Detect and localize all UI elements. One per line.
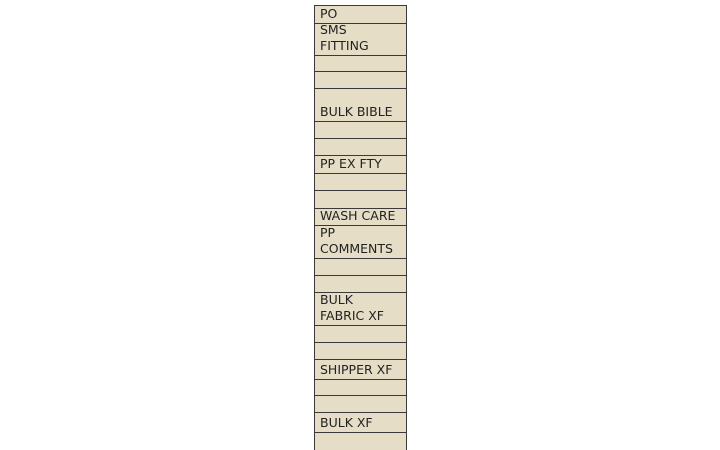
- cell-label: BULK BIBLE: [320, 104, 393, 119]
- cell-empty[interactable]: [315, 325, 406, 342]
- cell-bulk-xf[interactable]: BULK XF: [315, 412, 406, 432]
- milestone-column: PO SMS FITTING BULK BIBLE PP EX FTY WASH…: [314, 5, 407, 450]
- cell-label: SMS FITTING: [320, 23, 369, 53]
- cell-empty[interactable]: [315, 190, 406, 208]
- cell-wash-care[interactable]: WASH CARE: [315, 208, 406, 225]
- cell-empty[interactable]: [315, 342, 406, 359]
- cell-pp-comments[interactable]: PP COMMENTS: [315, 225, 406, 258]
- cell-shipper-xf[interactable]: SHIPPER XF: [315, 359, 406, 379]
- cell-empty[interactable]: [315, 71, 406, 88]
- cell-po[interactable]: PO: [315, 5, 406, 23]
- cell-empty[interactable]: [315, 275, 406, 292]
- cell-sms-fitting[interactable]: SMS FITTING: [315, 23, 406, 55]
- cell-bulk-fabric-xf[interactable]: BULK FABRIC XF: [315, 292, 406, 325]
- cell-empty[interactable]: [315, 138, 406, 155]
- cell-empty[interactable]: [315, 395, 406, 412]
- cell-bulk-bible[interactable]: BULK BIBLE: [315, 88, 406, 121]
- cell-empty[interactable]: [315, 432, 406, 450]
- cell-label: BULK FABRIC XF: [320, 292, 384, 323]
- cell-empty[interactable]: [315, 55, 406, 71]
- cell-label: BULK XF: [320, 415, 373, 430]
- cell-empty[interactable]: [315, 173, 406, 190]
- cell-label: WASH CARE: [320, 208, 396, 223]
- cell-label: PO: [320, 6, 338, 21]
- cell-label: PP EX FTY: [320, 156, 382, 171]
- cell-pp-ex-fty[interactable]: PP EX FTY: [315, 155, 406, 173]
- cell-label: SHIPPER XF: [320, 362, 393, 377]
- cell-empty[interactable]: [315, 121, 406, 138]
- cell-label: PP COMMENTS: [320, 225, 393, 256]
- cell-empty[interactable]: [315, 258, 406, 275]
- cell-empty[interactable]: [315, 379, 406, 395]
